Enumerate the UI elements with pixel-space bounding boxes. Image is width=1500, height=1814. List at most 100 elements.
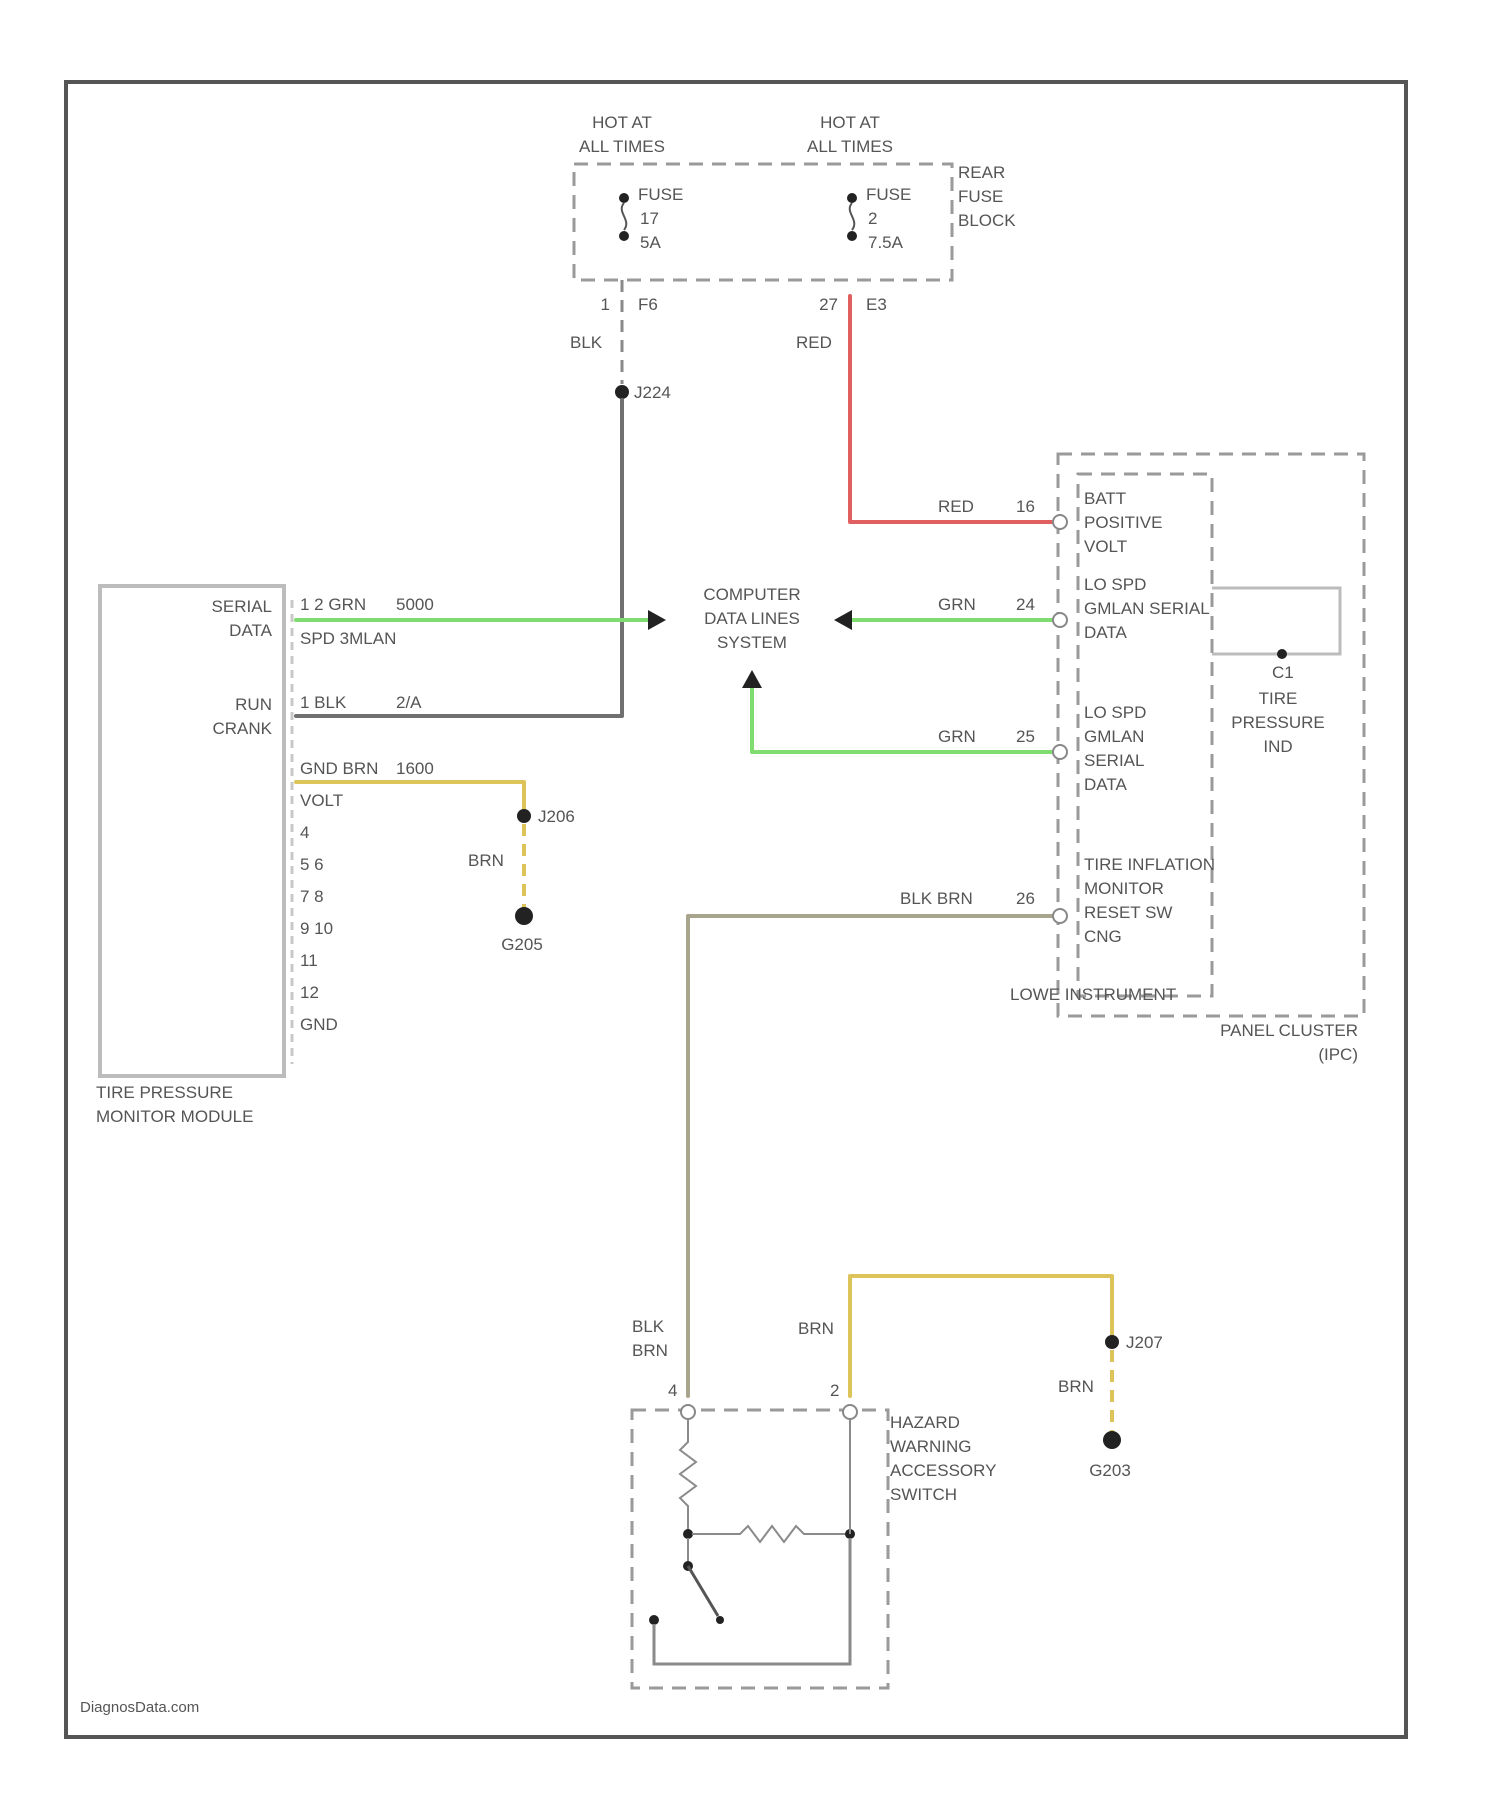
- ipc-indicator-loop: [1212, 588, 1340, 654]
- ipc-lo1-line1: LO SPD: [1084, 575, 1146, 594]
- wire-tan-label: BLK BRN: [900, 889, 973, 908]
- wire-red-batt: [850, 296, 1054, 522]
- wire-tan-pin: 26: [1016, 889, 1035, 908]
- ground-g205: [515, 907, 533, 925]
- tpms-serial-label-2: DATA: [229, 621, 272, 640]
- ipc-label-line1: PANEL CLUSTER: [1220, 1021, 1358, 1040]
- hazard-label-line1: HAZARD: [890, 1413, 960, 1432]
- tpms-run-label-2: CRANK: [212, 719, 272, 738]
- wire-blk-run-crank: [296, 400, 622, 716]
- ipc-tim-line1: TIRE INFLATION: [1084, 855, 1215, 874]
- ipc-tim-line3: RESET SW: [1084, 903, 1172, 922]
- ipc-lo2-line4: DATA: [1084, 775, 1127, 794]
- fuse-left-hot-line1: HOT AT: [592, 113, 652, 132]
- hazard-label-line3: ACCESSORY: [890, 1461, 996, 1480]
- wire-tan-hazard-label-1: BLK: [632, 1317, 665, 1336]
- ipc-indicator-line3: IND: [1263, 737, 1292, 756]
- wire-brn-hazard-label: BRN: [798, 1319, 834, 1338]
- hazard-node-left: [683, 1529, 693, 1539]
- ipc-lo2-line2: GMLAN: [1084, 727, 1144, 746]
- fuse-left-bottom-terminal: [619, 231, 629, 241]
- fuse-right-hot-line1: HOT AT: [820, 113, 880, 132]
- hazard-pin-2: 2: [830, 1381, 839, 1400]
- junction-j224-label: J224: [634, 383, 671, 402]
- cds-label-line3: SYSTEM: [717, 633, 787, 652]
- tpms-run-pins: 1 BLK: [300, 693, 347, 712]
- ipc-label-line2: (IPC): [1318, 1045, 1358, 1064]
- tpms-label-line2: MONITOR MODULE: [96, 1107, 253, 1126]
- junction-j224: [615, 385, 629, 399]
- ipc-lo2-line1: LO SPD: [1084, 703, 1146, 722]
- ipc-pin-25: [1053, 745, 1067, 759]
- ipc-batt-line3: VOLT: [1084, 537, 1127, 556]
- ipc-pin-24: [1053, 613, 1067, 627]
- tpms-label-line1: TIRE PRESSURE: [96, 1083, 233, 1102]
- cds-label-line1: COMPUTER: [703, 585, 800, 604]
- fuse-left-number: 17: [640, 209, 659, 228]
- junction-j206-label: J206: [538, 807, 575, 826]
- ipc-lo1-line3: DATA: [1084, 623, 1127, 642]
- wire-blk-label: BLK: [570, 333, 603, 352]
- hazard-terminal-4: [681, 1405, 695, 1419]
- rear-fuse-block: REAR FUSE BLOCK HOT AT ALL TIMES FUSE 17…: [574, 113, 1016, 314]
- wire-blk-brn-reset: [688, 916, 1054, 1396]
- cds-label-line2: DATA LINES: [704, 609, 800, 628]
- hazard-terminal-2: [843, 1405, 857, 1419]
- tpms-pin-4: 4: [300, 823, 309, 842]
- tpms-pin-9-10: 9 10: [300, 919, 333, 938]
- fuse-block-outline: [574, 164, 952, 280]
- hazard-warning-accessory-switch: 4 2 HAZARD WARNING ACCESSORY SWITCH: [632, 1381, 996, 1688]
- fuse-left-symbol: [622, 203, 627, 230]
- hazard-switch-tip: [716, 1616, 724, 1624]
- hazard-label-line2: WARNING: [890, 1437, 972, 1456]
- tpms-serial-line2: SPD 3MLAN: [300, 629, 396, 648]
- arrow-into-cds-bottom: [742, 670, 762, 688]
- ipc-indicator-line1: TIRE: [1259, 689, 1298, 708]
- ipc-pin-26: [1053, 909, 1067, 923]
- computer-data-lines-system: COMPUTER DATA LINES SYSTEM: [703, 585, 800, 652]
- fuse-left-connector: F6: [638, 295, 658, 314]
- ipc-batt-line1: BATT: [1084, 489, 1126, 508]
- wire-green-25-label: GRN: [938, 727, 976, 746]
- fuse-block-label-line3: BLOCK: [958, 211, 1016, 230]
- tpms-run-label-1: RUN: [235, 695, 272, 714]
- ipc-indicator-pin: C1: [1272, 663, 1294, 682]
- wire-green-24-label: GRN: [938, 595, 976, 614]
- tpms-serial-pins: 1 2 GRN: [300, 595, 366, 614]
- fuse-left-pin: 1: [601, 295, 610, 314]
- wire-brn-g203-label: BRN: [1058, 1377, 1094, 1396]
- fuse-block-label-line2: FUSE: [958, 187, 1003, 206]
- tire-pressure-monitor-module: SERIAL DATA 1 2 GRN 5000 SPD 3MLAN RUN C…: [96, 586, 434, 1126]
- fuse-right-number: 2: [868, 209, 877, 228]
- wire-green-ipc-25: [752, 688, 1054, 752]
- wire-red-label: RED: [796, 333, 832, 352]
- junction-j207: [1105, 1335, 1119, 1349]
- fuse-block-label-line1: REAR: [958, 163, 1005, 182]
- fuse-right-pin: 27: [819, 295, 838, 314]
- footer-watermark: DiagnosData.com: [80, 1699, 199, 1716]
- tpms-run-code: 2/A: [396, 693, 422, 712]
- wire-red-ipc-label: RED: [938, 497, 974, 516]
- ground-g203: [1103, 1431, 1121, 1449]
- tpms-outline: [100, 586, 284, 1076]
- tpms-serial-label-1: SERIAL: [212, 597, 272, 616]
- wire-tan-hazard-label-2: BRN: [632, 1341, 668, 1360]
- wire-red-ipc-pin: 16: [1016, 497, 1035, 516]
- hazard-return-path: [654, 1538, 850, 1664]
- ipc-pin-16: [1053, 515, 1067, 529]
- tpms-serial-code: 5000: [396, 595, 434, 614]
- hazard-label-line4: SWITCH: [890, 1485, 957, 1504]
- fuse-left-label: FUSE: [638, 185, 683, 204]
- ipc-tim-line2: MONITOR: [1084, 879, 1164, 898]
- ipc-indicator-line2: PRESSURE: [1231, 713, 1325, 732]
- tpms-pin-volt: VOLT: [300, 791, 343, 810]
- tpms-pin-12: 12: [300, 983, 319, 1002]
- fuse-right-bottom-terminal: [847, 231, 857, 241]
- tpms-pin-5-6: 5 6: [300, 855, 324, 874]
- fuse-left-hot-line2: ALL TIMES: [579, 137, 665, 156]
- ipc-lo1-line2: GMLAN SERIAL: [1084, 599, 1210, 618]
- arrow-into-cds-left: [648, 610, 666, 630]
- ground-g203-label: G203: [1089, 1461, 1131, 1480]
- hazard-switch-blade: [688, 1566, 718, 1616]
